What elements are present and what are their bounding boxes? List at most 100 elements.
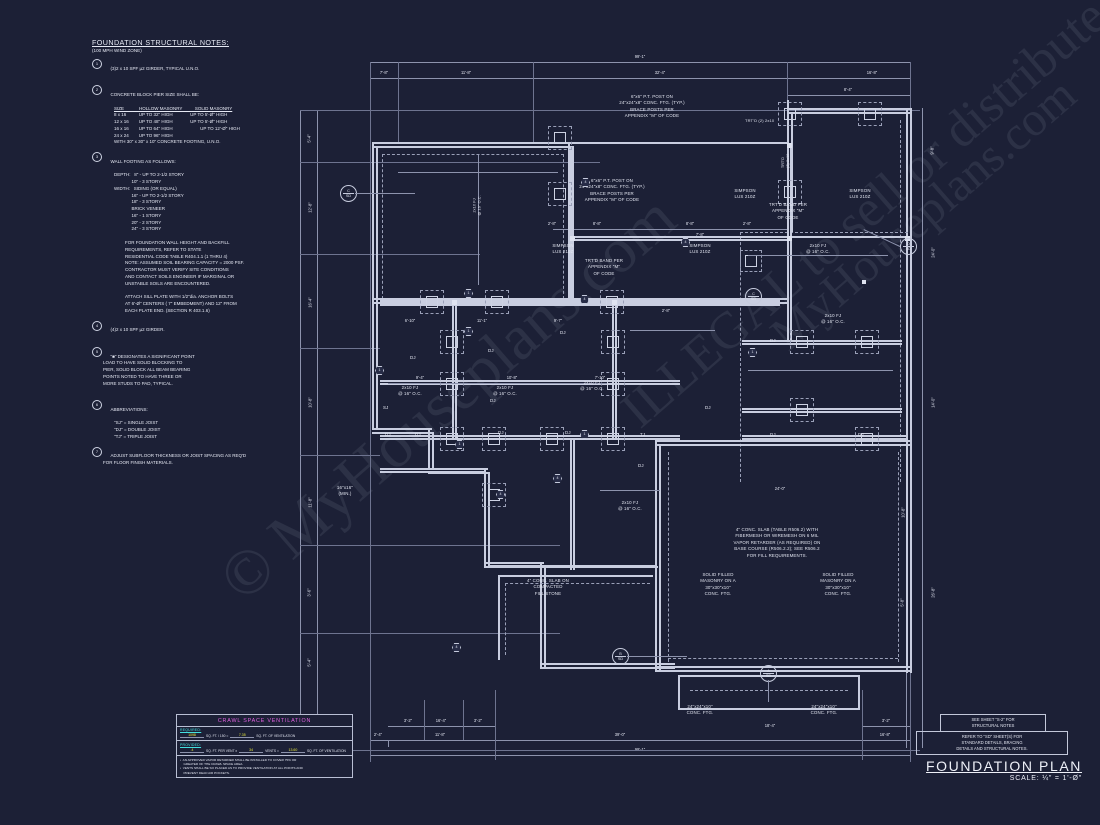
dim-left-3: 10'-8": [307, 397, 313, 408]
page-title: FOUNDATION PLAN: [926, 758, 1082, 774]
note-item-4: 4(4)2 x 10 SPF µ2 GIRDER.: [92, 320, 360, 341]
simpson-label-2: SIMPSON LUS 210Z: [849, 188, 871, 200]
dim-top-sub-4: 2'-8": [742, 221, 752, 226]
section-bubble-c-1-id: C: [347, 188, 350, 193]
girder-tag-10: 1: [455, 440, 464, 449]
joist-label-6: 2x10 FJ @ 16" O.C.: [821, 313, 845, 325]
girder-tag-9: 1: [748, 348, 757, 357]
dim-bottom-run-2: 39'-0": [614, 732, 626, 737]
crawl-required-result[interactable]: 7.35: [230, 733, 255, 738]
joist-label-3: 2x10 FJ @ 16" O.C.: [493, 385, 517, 397]
joist-tag-dj-9: DJ: [858, 432, 864, 437]
section-bubble-a-id: A: [767, 668, 770, 673]
see-sheet-note-box: SEE SHEET "S-2" FOR STRUCTURAL NOTES: [940, 714, 1046, 733]
crawl-required-area[interactable]: 1098: [180, 733, 204, 738]
pier-table-header: SIZE HOLLOW MASONRY SOLID MASONRY: [114, 105, 233, 111]
note-number-6: 6: [92, 400, 102, 410]
dim-line-bottom-overall: [370, 755, 910, 756]
dim-line-bottom-run: [370, 740, 910, 741]
simpson-label-1: SIMPSON LUS 210Z: [734, 188, 756, 200]
refer-to-sd-note-box: REFER TO "SD" SHEET(S) FOR STANDARD DETA…: [916, 731, 1068, 756]
note-number-5: 5: [92, 346, 102, 357]
dim-line-left-run: [317, 110, 318, 750]
note-text-7: ADJUST SUBFLOOR THICKNESS OR JOIST SPACI…: [103, 453, 247, 465]
crawl-table-title: CRAWL SPACE VENTILATION: [217, 717, 312, 724]
joist-label-1: 2x10 FJ @ 16" O.C.: [472, 195, 482, 216]
girder-tag-1: 1: [464, 289, 473, 298]
dim-top-sub-1: 8'-8": [592, 221, 602, 226]
pier-table-body: 8 x 16 UP TO 32" HIGH UP TO 5'-Ø" HIGH 1…: [114, 112, 240, 138]
dim-bottom-sub-2: 3'-2": [473, 718, 483, 723]
dim-interior-6: 2'-8": [661, 308, 671, 313]
dim-line-top-overall: [370, 62, 910, 63]
ftg-note-1: 24"x24"x10" CONC. FTG.: [686, 704, 714, 716]
simpson-label-3: SIMPSON LUS 210Z: [552, 243, 574, 255]
crawl-provided-per-vent[interactable]: .4: [180, 748, 204, 753]
joist-label-5: 2x10 FJ @ 16" O.C.: [806, 243, 830, 255]
dim-bottom-sub-0: 3'-2": [403, 718, 413, 723]
note-number-2: 2: [92, 85, 102, 96]
dim-left-0: 5'-4": [306, 134, 312, 143]
joist-tag-dj-6: DJ: [565, 430, 571, 435]
sheet-title-block: FOUNDATION PLAN SCALE: ¼" = 1'-Ø": [926, 758, 1082, 782]
crawl-provided-result[interactable]: 13.60: [280, 748, 305, 753]
note-number-1: 1: [92, 59, 102, 69]
note-item-1: 1(3)2 x 10 SPF µ2 GIRDER, TYPICAL U.N.O.: [92, 59, 360, 79]
crawl-provided-tail: SQ. FT. OF VENTILATION: [306, 748, 346, 753]
dim-left-1: 12'-8": [307, 202, 313, 213]
note-number-3: 3: [92, 152, 102, 162]
dim-interior-8: 24'-0": [774, 486, 786, 491]
joist-tag-dj-3: DJ: [490, 398, 496, 403]
dim-top-run-1: 11'-8": [460, 70, 472, 75]
sill-plate-note: ATTACH SILL PLATE WITH 1/2"dia. ANCHOR B…: [125, 294, 237, 313]
ftg-note-2: 24"x24"x10" CONC. FTG.: [810, 704, 838, 716]
girder-tag-3: 4: [681, 238, 690, 247]
notes-subheading: (100 MPH WIND ZONE): [92, 48, 142, 53]
dim-interior-2: 9'-7": [553, 318, 563, 323]
porch-slab-note: 4" CONC. SLAB ON COMPACTED FILL STONE: [526, 578, 570, 596]
dim-left-2: 16'-4": [307, 297, 313, 308]
scale-label: SCALE: ¼" = 1'-Ø": [1009, 775, 1082, 782]
joist-label-4: 2x10 FJ @ 16" O.C.: [580, 380, 604, 392]
crawl-required-tail: SQ. FT. OF VENTILATION: [256, 734, 296, 738]
note-text-6: ABBREVIATIONS:: [110, 406, 148, 412]
dim-left-5: 3'-6": [306, 588, 312, 597]
bubble-divider: [748, 296, 759, 297]
trtd-girder-top: TRT'D (2) 2x10: [745, 118, 775, 123]
dim-line-left-overall: [300, 110, 301, 750]
note-number-7: 7: [92, 446, 102, 457]
simpson-label-4: SIMPSON LUS 210Z: [689, 243, 711, 255]
girder-tag-8: 4: [580, 295, 589, 304]
section-bubble-d[interactable]: D SD: [900, 238, 917, 255]
girder-tag-13: 4: [452, 643, 461, 652]
girder-tag-6: 1: [375, 366, 384, 375]
dim-line-top-run: [370, 78, 910, 79]
joist-tag-dj-8: DJ: [770, 432, 776, 437]
girder-tag-2: 4: [581, 178, 590, 187]
dim-left-6: 5'-4": [306, 658, 312, 667]
joist-tag-dj-11: DJ: [385, 432, 391, 437]
crawl-provided-mid-2: VENTS =: [265, 748, 279, 753]
dim-top-sub-0: 8'-4": [843, 87, 853, 92]
joist-tag-tj-1: TJ: [640, 432, 646, 437]
crawl-provided-row: PROVIDED: .4 SQ. FT. PER VENT x 34 VENTS…: [177, 740, 352, 755]
band-note-1: TRT'D BAND PER APPENDIX "M" OF CODE: [584, 258, 624, 276]
section-bubble-b-sheet: SD: [617, 657, 624, 662]
section-bubble-c-2[interactable]: C SD: [745, 288, 762, 305]
crawl-required-label: REQUIRED:: [180, 728, 202, 732]
girder-tag-11: 4: [553, 474, 562, 483]
dim-bottom-overall: 99'-1": [634, 747, 646, 752]
garage-slab-note: 4" CONC. SLAB (TABLE R506.2) WITH FIBERM…: [733, 527, 821, 558]
dim-top-overall: 99'-1": [634, 54, 646, 59]
joist-tag-sj-1: SJ: [383, 405, 389, 410]
crawl-required-mid: SQ. FT. / 150 =: [206, 734, 229, 738]
dim-line-mid-sub: [553, 229, 788, 230]
crawl-provided-mid: SQ. FT. PER VENT x: [206, 748, 238, 753]
solid-filled-note-2: SOLID FILLED MASONRY ON A 30"x30"x10" CO…: [820, 572, 856, 597]
dim-bottom-run-3: 16'-8": [879, 732, 891, 737]
band-note-2: TRT'D BAND PER APPENDIX "M" OF CODE: [768, 202, 808, 220]
crawl-note-3: • VENTS SHALL BE SO PLACED AS TO PROVIDE…: [180, 766, 303, 771]
crawl-provided-count[interactable]: 34: [239, 748, 264, 753]
